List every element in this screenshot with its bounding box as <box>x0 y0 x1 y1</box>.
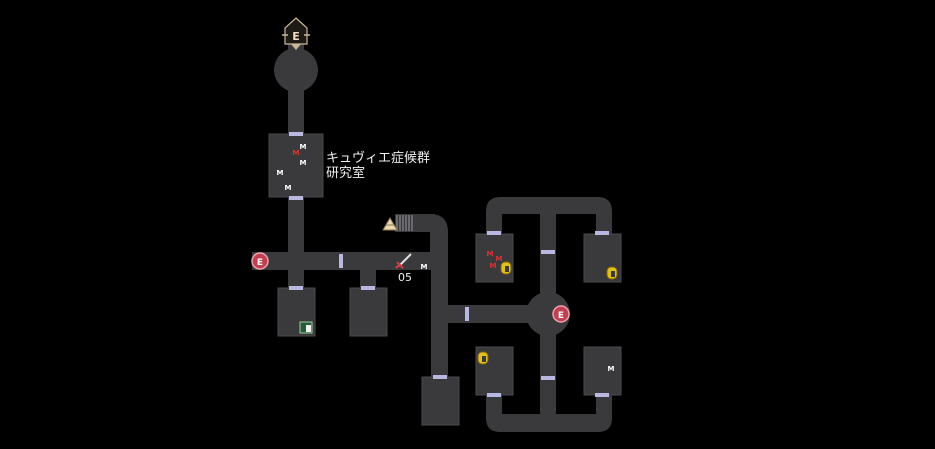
exit-letter-east: E <box>558 311 564 321</box>
exit-arrow-icon[interactable]: E <box>282 17 310 50</box>
room-ne1 <box>475 233 514 283</box>
lock-icon[interactable] <box>500 261 512 275</box>
research-room <box>268 133 324 198</box>
monster-markers: M M M M M M M M M M <box>277 143 615 373</box>
corridors <box>252 40 612 432</box>
stairs-icon <box>396 215 413 231</box>
room-bottom <box>421 376 460 426</box>
lock-icon[interactable] <box>606 266 618 280</box>
svg-text:M: M <box>487 250 494 258</box>
svg-text:M: M <box>293 149 300 157</box>
floor-label: 05 <box>398 271 412 284</box>
svg-text:M: M <box>608 365 615 373</box>
room-name-line2: 研究室 <box>326 166 366 181</box>
exit-letter: E <box>292 30 300 43</box>
svg-text:M: M <box>277 169 284 177</box>
room-name-line1: キュヴィエ症候群 <box>326 151 431 166</box>
svg-text:M: M <box>496 255 503 263</box>
room-se2 <box>583 346 622 396</box>
lock-icon[interactable] <box>477 351 489 365</box>
doors <box>289 132 609 397</box>
room-name-label: キュヴィエ症候群 研究室 <box>326 151 430 181</box>
treasure-icon[interactable] <box>299 321 313 334</box>
exit-letter-west: E <box>257 258 263 268</box>
sword-icon[interactable] <box>395 253 412 269</box>
cone-icon <box>382 217 398 231</box>
svg-text:M: M <box>300 159 307 167</box>
exit-circle-icon[interactable]: E <box>251 252 269 270</box>
svg-text:M: M <box>300 143 307 151</box>
room-sw2 <box>349 287 388 337</box>
svg-text:M: M <box>421 263 428 271</box>
svg-text:M: M <box>490 262 497 270</box>
exit-circle-icon[interactable]: E <box>552 305 570 323</box>
svg-text:M: M <box>285 184 292 192</box>
